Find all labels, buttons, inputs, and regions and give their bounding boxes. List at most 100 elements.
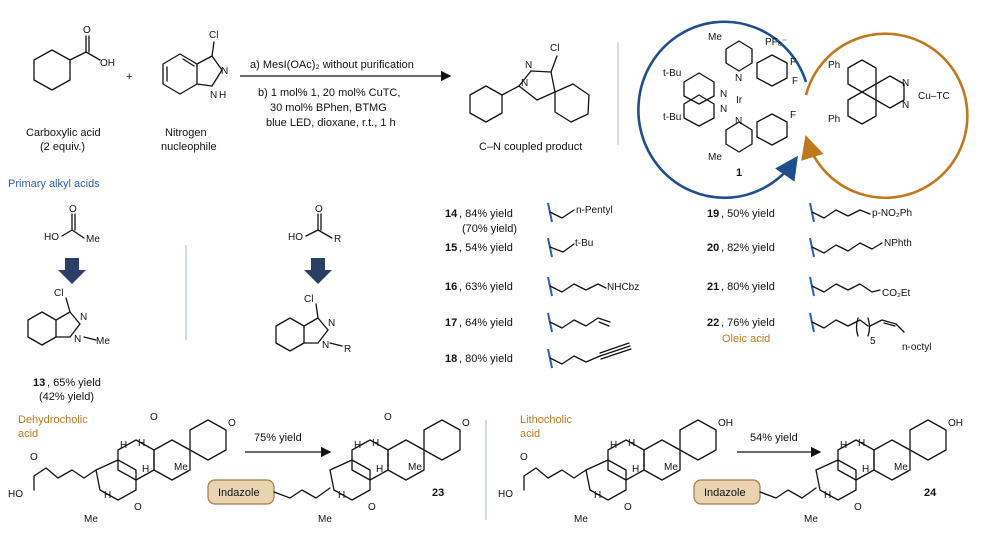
atom-F: F	[790, 57, 796, 68]
photocatalyst-cycle	[637, 20, 969, 200]
atom-N: N	[221, 66, 228, 77]
atom-H: H	[138, 438, 145, 449]
atom-H: H	[632, 464, 639, 475]
atom-Me: Me	[318, 514, 332, 525]
atom-H: H	[376, 464, 383, 475]
substituent-label: p-NO₂Ph	[872, 208, 912, 219]
atom-Ph: Ph	[828, 114, 840, 125]
atom-HO: HO	[498, 489, 513, 500]
atom-tBu: t-Bu	[663, 112, 681, 123]
example-number: 15	[445, 242, 457, 254]
product-13-structure: Cl N N Me	[27, 288, 110, 347]
substituent-label: NHCbz	[607, 282, 639, 293]
example-13-yield: , 65% yield	[47, 377, 101, 389]
lithocholic-acid-structure: HO O O OH H H H H Me Me	[498, 418, 733, 525]
example-13-number: 13	[33, 377, 45, 389]
counterion: PF₆⁻	[765, 37, 787, 48]
substituent-label: CO₂Et	[882, 288, 911, 299]
example-15: 15 , 54% yield t-Bu	[445, 237, 593, 258]
down-arrow	[58, 258, 86, 284]
atom-R: R	[344, 344, 351, 355]
atom-tBu: t-Bu	[663, 68, 681, 79]
atom-N: N	[735, 73, 742, 84]
dehydrocholic-label-2: acid	[18, 428, 38, 440]
example-22: 22 , 76% yield Oleic acid 5 n-octyl	[707, 312, 931, 353]
example-number: 21	[707, 281, 719, 293]
atom-OH: OH	[100, 58, 115, 69]
atom-H: H	[840, 440, 847, 451]
lithocholic-label-1: Lithocholic	[520, 414, 572, 426]
atom-H: H	[338, 490, 345, 501]
atom-O: O	[134, 502, 142, 513]
section-title-primary: Primary alkyl acids	[8, 178, 100, 190]
down-arrow	[304, 258, 332, 284]
example-yield: , 80% yield	[721, 281, 775, 293]
catalyst-label: 1	[736, 167, 742, 179]
example-yield: , 84% yield	[459, 208, 513, 220]
product-24-number: 24	[924, 487, 937, 499]
reactant-acid-equiv: (2 equiv.)	[40, 141, 85, 153]
indazole-badge: Indazole	[704, 487, 746, 499]
atom-F: F	[790, 110, 796, 121]
atom-O: O	[315, 204, 323, 215]
example-sub-yield: (70% yield)	[462, 223, 517, 235]
example-yield: , 50% yield	[721, 208, 775, 220]
atom-O: O	[520, 452, 528, 463]
atom-O: O	[384, 412, 392, 423]
oleic-acid-label: Oleic acid	[722, 333, 770, 345]
atom-N: N	[328, 318, 335, 329]
example-17: 17 , 64% yield	[445, 312, 611, 333]
indazole-badge: Indazole	[218, 487, 260, 499]
atom-R: R	[334, 234, 341, 245]
atom-H: H	[142, 464, 149, 475]
atom-H: H	[104, 490, 111, 501]
atom-Me: Me	[664, 462, 678, 473]
atom-Cl: Cl	[54, 288, 63, 299]
example-yield: , 76% yield	[721, 317, 775, 329]
nucleophile-label-line1: Nitrogen	[165, 127, 207, 139]
condition-b2: 30 mol% BPhen, BTMG	[270, 102, 387, 114]
product-label: C–N coupled product	[479, 141, 582, 153]
atom-N: N	[521, 78, 528, 89]
atom-H: H	[219, 90, 226, 101]
atom-OH: OH	[948, 418, 963, 429]
dehydrocholic-label-1: Dehydrocholic	[18, 414, 88, 426]
atom-H: H	[824, 490, 831, 501]
product-23-number: 23	[432, 487, 444, 499]
atom-N: N	[74, 334, 81, 345]
atom-H: H	[354, 440, 361, 451]
example-20: 20 , 82% yield NPhth	[707, 237, 912, 258]
atom-N: N	[210, 90, 217, 101]
atom-H: H	[858, 438, 865, 449]
product-24-structure: Indazole O OH H H H H Me Me	[693, 418, 963, 525]
atom-N: N	[720, 89, 727, 100]
atom-O: O	[30, 452, 38, 463]
acetic-acid: HO O Me	[44, 204, 100, 245]
example-yield: , 54% yield	[459, 242, 513, 254]
atom-O: O	[368, 502, 376, 513]
iridium-complex-1: t-Bu t-Bu N N Ir Me Me N N F F F PF₆⁻ 1	[663, 32, 798, 179]
example-number: 20	[707, 242, 719, 254]
atom-H: H	[372, 438, 379, 449]
example-14: 14 , 84% yield (70% yield) n-Pentyl	[445, 202, 613, 235]
atom-F: F	[792, 76, 798, 87]
example-number: 16	[445, 281, 457, 293]
reactant-acid-label: Carboxylic acid	[26, 127, 101, 139]
atom-N: N	[80, 312, 87, 323]
atom-O: O	[462, 418, 470, 429]
atom-HO: HO	[8, 489, 23, 500]
atom-Me: Me	[574, 514, 588, 525]
atom-O: O	[150, 412, 158, 423]
atom-Ir: Ir	[736, 95, 743, 106]
chloroindazole-reactant: Cl N N H	[162, 30, 228, 101]
atom-H: H	[120, 440, 127, 451]
example-19: 19 , 50% yield p-NO₂Ph	[707, 202, 912, 223]
atom-O: O	[69, 204, 77, 215]
example-yield: , 64% yield	[459, 317, 513, 329]
atom-Ph: Ph	[828, 60, 840, 71]
atom-N: N	[902, 78, 909, 89]
atom-H: H	[594, 490, 601, 501]
example-number: 22	[707, 317, 719, 329]
